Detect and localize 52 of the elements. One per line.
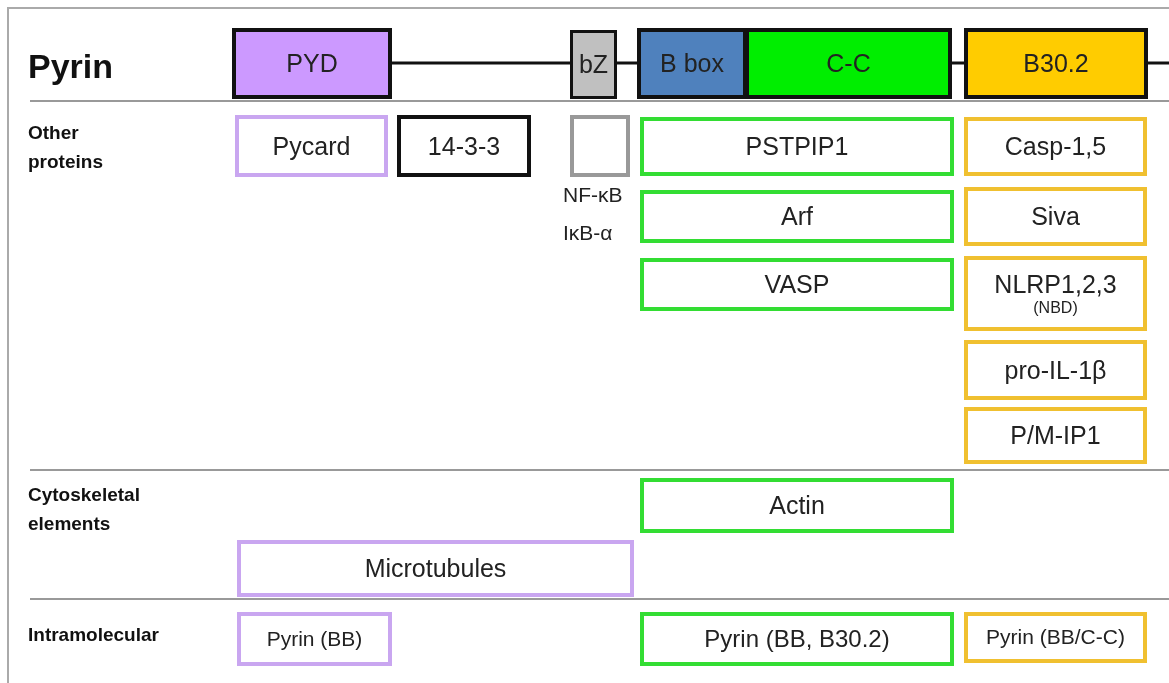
protein-box: [964, 256, 1147, 331]
protein-name: Siva: [1031, 202, 1080, 231]
protein-name: P/M-IP1: [1010, 421, 1101, 450]
protein-box: [964, 340, 1147, 400]
protein-name: PSTPIP1: [745, 132, 849, 161]
connector-line: [617, 61, 637, 65]
protein-box: [640, 612, 954, 666]
domain-name: PYD: [286, 49, 338, 78]
domain-name: C-C: [826, 49, 871, 78]
domain-box: [745, 28, 952, 99]
protein-box: [235, 115, 388, 177]
domain-box: [964, 28, 1148, 99]
protein-box: [397, 115, 531, 177]
domain-name: B box: [660, 49, 724, 78]
protein-name: NLRP1,2,3: [994, 269, 1117, 299]
row-heading: Pyrin: [28, 46, 115, 87]
protein-box: [237, 540, 634, 597]
protein-name: Pyrin (BB, B30.2): [704, 625, 890, 653]
domain-box: [232, 28, 392, 99]
protein-box: [640, 190, 954, 243]
domain-box: [570, 30, 617, 99]
connector-line: [952, 61, 964, 65]
protein-name: NF-κB: [563, 183, 623, 207]
protein-name: Arf: [781, 202, 813, 231]
protein-box: [964, 612, 1147, 663]
protein-name: Pyrin (BB): [266, 626, 363, 652]
row-heading: Cytoskeletal elements: [28, 483, 141, 537]
protein-name: pro-IL-1β: [1004, 355, 1107, 385]
protein-box: [640, 478, 954, 533]
domain-name: bZ: [578, 50, 609, 79]
protein-box: [640, 117, 954, 176]
connector-line: [1148, 61, 1169, 65]
protein-name: VASP: [764, 270, 830, 299]
row-heading: Other proteins: [28, 121, 104, 175]
protein-name: Microtubules: [364, 554, 507, 583]
row-heading: Intramolecular: [28, 623, 160, 647]
domain-box: [637, 28, 747, 99]
protein-name: Actin: [769, 491, 825, 520]
protein-box: [964, 187, 1147, 246]
protein-name: 14-3-3: [427, 131, 501, 161]
empty-box: [570, 115, 630, 177]
domain-name: B30.2: [1023, 49, 1089, 78]
protein-name: Casp-1,5: [1004, 132, 1107, 161]
protein-name: IκB-α: [563, 221, 613, 245]
protein-box: [640, 258, 954, 311]
protein-box: [964, 407, 1147, 464]
protein-box: [237, 612, 392, 666]
protein-name: Pycard: [272, 131, 351, 161]
domain-note: (NBD): [1033, 298, 1078, 318]
protein-box: [964, 117, 1147, 176]
connector-line: [392, 61, 570, 65]
protein-name: Pyrin (BB/C-C): [986, 625, 1125, 650]
